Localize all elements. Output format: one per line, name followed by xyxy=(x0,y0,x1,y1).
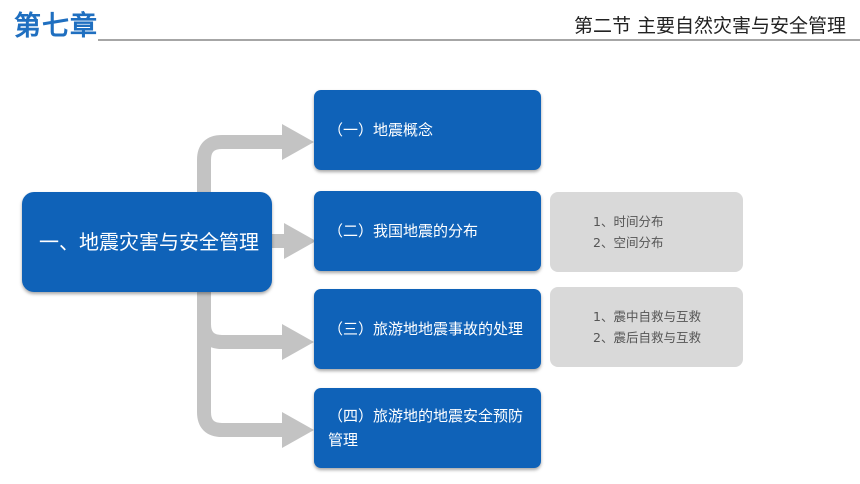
arrow-shaft-4 xyxy=(197,292,284,437)
subtopic-box-4: （四）旅游地的地震安全预防管理 xyxy=(314,388,541,468)
detail-item: 1、时间分布 xyxy=(593,214,664,229)
subtopic-label-3: （三）旅游地地震事故的处理 xyxy=(328,320,524,338)
subtopic-label-1: （一）地震概念 xyxy=(328,121,434,139)
arrow-shaft-3 xyxy=(197,292,284,349)
subtopic-label-2: （二）我国地震的分布 xyxy=(328,222,479,240)
main-topic-box: 一、地震灾害与安全管理 xyxy=(22,192,272,292)
section-title: 第二节 主要自然灾害与安全管理 xyxy=(573,15,846,37)
arrow-head-2 xyxy=(284,223,316,259)
header-divider xyxy=(98,39,860,41)
detail-item: 2、震后自救与互救 xyxy=(593,330,701,345)
detail-item: 1、震中自救与互救 xyxy=(593,309,701,324)
subtopic-box-1: （一）地震概念 xyxy=(314,90,541,170)
distribution-detail-box: 1、时间分布 2、空间分布 xyxy=(550,192,743,272)
chapter-title: 第七章 xyxy=(14,11,98,42)
arrow-shaft-1 xyxy=(197,135,284,192)
arrow-head-3 xyxy=(282,324,314,360)
subtopic-box-3: （三）旅游地地震事故的处理 xyxy=(314,289,541,369)
main-topic-label: 一、地震灾害与安全管理 xyxy=(39,230,259,254)
arrow-head-1 xyxy=(282,124,314,160)
handling-detail-box: 1、震中自救与互救 2、震后自救与互救 xyxy=(550,287,743,367)
subtopic-label-4: （四）旅游地的地震安全预防管理 xyxy=(328,407,524,449)
detail-item: 2、空间分布 xyxy=(593,235,664,250)
arrow-head-4 xyxy=(282,412,314,448)
arrow-shaft-2 xyxy=(270,234,286,248)
subtopic-box-2: （二）我国地震的分布 xyxy=(314,191,541,271)
